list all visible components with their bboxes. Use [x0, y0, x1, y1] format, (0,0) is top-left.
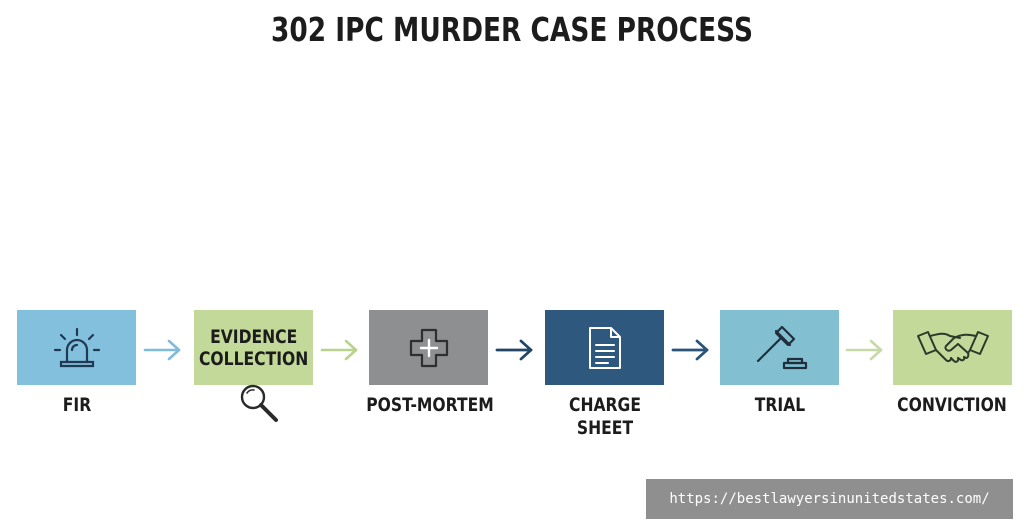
arrow-3 [495, 336, 535, 364]
step-box-post-mortem [369, 310, 488, 385]
arrow-2 [320, 336, 360, 364]
watermark-url: https://bestlawyersinunitedstates.com/ [646, 479, 1013, 519]
step-box-evidence: EVIDENCE COLLECTION [194, 310, 313, 385]
step-box-fir [17, 310, 136, 385]
document-icon [588, 326, 621, 369]
step-box-trial [720, 310, 839, 385]
step-label-trial: TRIAL [754, 394, 806, 416]
gavel-icon [756, 325, 807, 369]
step-label-charge-sheet: CHARGE SHEET [569, 394, 641, 439]
arrow-5 [845, 336, 885, 364]
step-box-conviction [893, 310, 1012, 385]
step-label-post-mortem: POST-MORTEM [366, 394, 494, 416]
step-label-fir: FIR [62, 394, 92, 416]
magnifying-glass-icon [240, 384, 278, 422]
arrow-4 [671, 336, 711, 364]
siren-icon [53, 327, 100, 367]
medical-cross-icon [409, 328, 448, 367]
handshake-icon [916, 330, 989, 363]
arrow-1 [143, 336, 183, 364]
step-box-charge-sheet [545, 310, 664, 385]
page-title: 302 IPC MURDER CASE PROCESS [271, 10, 753, 49]
step-label-conviction: CONVICTION [897, 394, 1007, 416]
evidence-collection-text: EVIDENCE COLLECTION [198, 325, 309, 370]
